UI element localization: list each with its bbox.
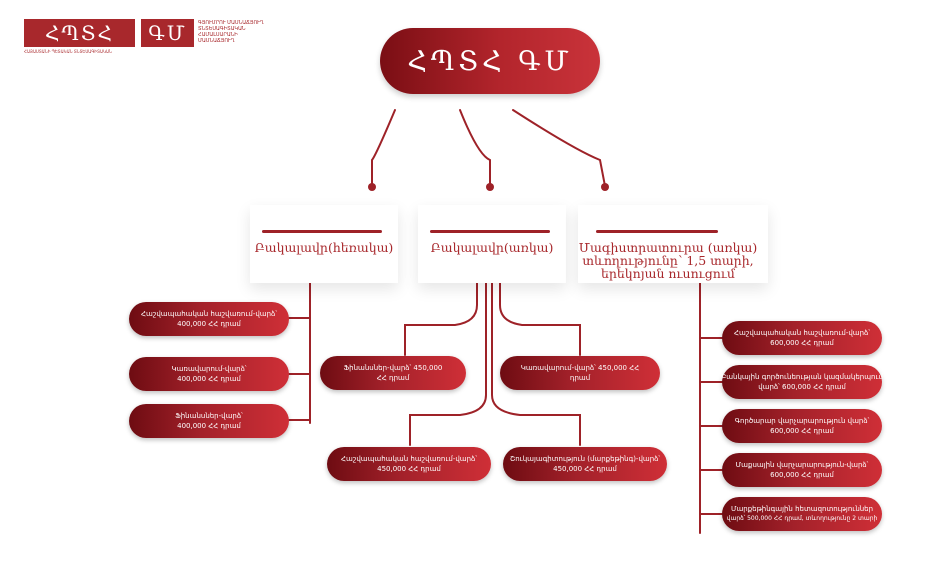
logo-mark-right: ԳՄ xyxy=(141,19,194,47)
logo-caption-right: ԳՅՈՒՄՐՈՒ ՄԱՍՆԱՃՅՈՒՂ ՏՆՏԵՍԱԳԻՏԱԿԱՆ ՀԱՄԱԼՍ… xyxy=(198,20,264,44)
category-title-fulltime: Բակալավր(առկա) xyxy=(430,240,554,255)
program-pill-parttime-accounting[interactable]: Հաշվապահական հաշվառում-վարձ՝400,000 ՀՀ դ… xyxy=(129,302,289,336)
program-pill-master-customs[interactable]: Մաքսային վարչարարություն-վարձ՝600,000 ՀՀ… xyxy=(722,453,882,487)
logo-caption-left: ՀԱՅԱՍՏԱՆԻ ՊԵՏԱԿԱՆ ՏՆՏԵՍԱԳԻՏԱԿԱՆ xyxy=(24,49,112,54)
root-title: ՀՊՏՀ ԳՄ xyxy=(380,28,600,94)
logo-mark-left: ՀՊՏՀ xyxy=(24,19,135,47)
program-pill-fulltime-accounting[interactable]: Հաշվապահական հաշվառում-վարձ՝450,000 ՀՀ դ… xyxy=(327,447,491,481)
category-card-parttime xyxy=(250,205,398,283)
category-card-fulltime xyxy=(418,205,566,283)
program-pill-parttime-management[interactable]: Կառավարում-վարձ՝400,000 ՀՀ դրամ xyxy=(129,357,289,391)
program-pill-fulltime-marketing[interactable]: Շուկայագիտություն (մարքեթինգ)-վարձ՝450,0… xyxy=(503,447,667,481)
category-bar xyxy=(430,230,550,233)
category-title-parttime: Բակալավր(հեռակա) xyxy=(254,240,394,255)
category-bar xyxy=(262,230,382,233)
program-pill-parttime-finance[interactable]: Ֆինանսներ-վարձ՝400,000 ՀՀ դրամ xyxy=(129,404,289,438)
category-card-master xyxy=(578,205,768,283)
program-pill-master-accounting[interactable]: Հաշվապահական հաշվառում-վարձ՝600,000 ՀՀ դ… xyxy=(722,321,882,355)
program-pill-master-business-admin[interactable]: Գործարար վարչարարություն վարձ՝600,000 ՀՀ… xyxy=(722,409,882,443)
category-title-master: Մագիստրատուրա (առկա) տևողությունը՝ 1,5 տ… xyxy=(578,240,758,281)
category-bar xyxy=(596,230,718,233)
